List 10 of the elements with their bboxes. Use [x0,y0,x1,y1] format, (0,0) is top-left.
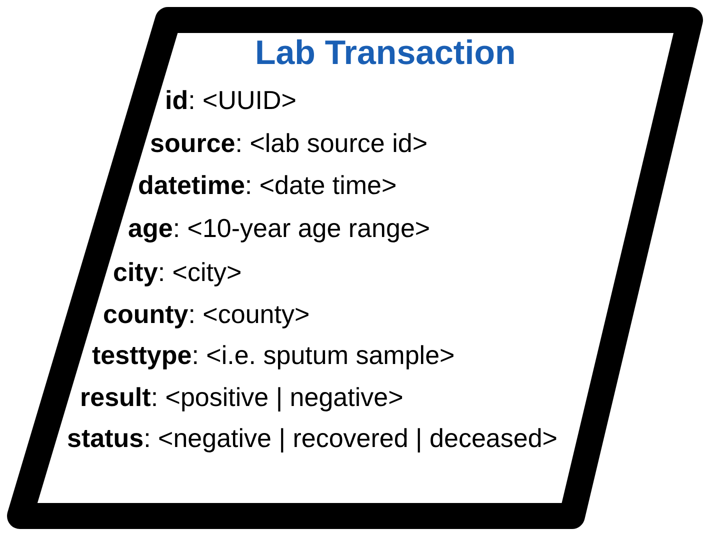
field-text: county: <county> [103,298,310,331]
field-text: status: <negative | recovered | deceased> [67,422,558,455]
field-text: result: <positive | negative> [80,381,404,414]
field-text: age: <10-year age range> [128,212,430,245]
field-text: source: <lab source id> [150,127,428,160]
card-heading: Lab Transaction [255,34,516,73]
field-text: datetime: <date time> [138,169,397,202]
field-text: id: <UUID> [165,84,296,117]
field-text: testtype: <i.e. sputum sample> [92,339,455,372]
field-text: city: <city> [113,256,242,289]
